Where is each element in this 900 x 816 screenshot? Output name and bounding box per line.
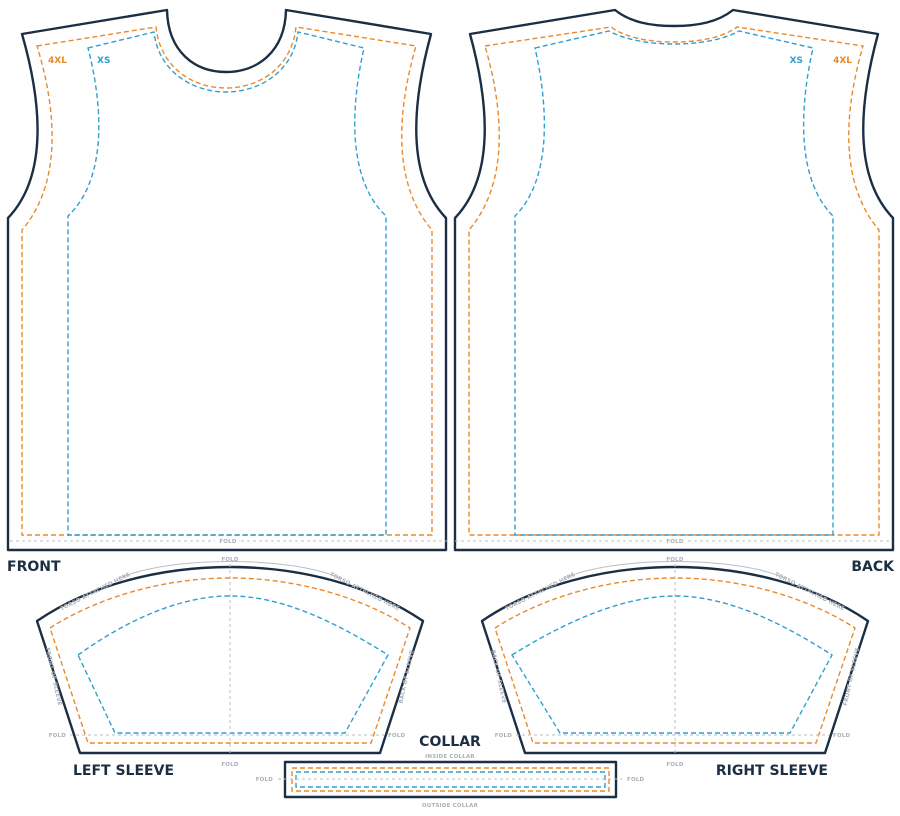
right-sleeve: FOLD FOLD FOLD FOLD TORSO ATTACHED HERE …	[480, 557, 870, 779]
left-sleeve-guide-arc	[119, 561, 341, 579]
left-sleeve-cut-xs	[77, 595, 389, 734]
back-panel: FOLD XS 4XL BACK	[453, 8, 895, 575]
left-sleeve: FOLD FOLD FOLD FOLD TORSO ATTACHED HERE …	[35, 557, 425, 779]
front-fold-label: FOLD	[219, 539, 237, 545]
front-4xl-size-label: 4XL	[48, 56, 67, 66]
collar-fold-label-right: FOLD	[627, 777, 645, 783]
collar: COLLAR INSIDE COLLAR FOLD FOLD OUTSIDE C…	[256, 734, 645, 809]
front-outline	[6, 8, 448, 552]
front-panel: FOLD 4XL XS FRONT	[6, 8, 450, 575]
back-4xl-size-label: 4XL	[833, 56, 852, 66]
collar-inside-label: INSIDE COLLAR	[425, 754, 475, 760]
left-sleeve-cut-4xl	[49, 577, 411, 744]
right-sleeve-cut-4xl	[494, 577, 856, 744]
right-sleeve-guide-arc	[564, 561, 786, 579]
right-sleeve-bottom-fold-label: FOLD	[666, 762, 684, 768]
back-xs-size-label: XS	[790, 56, 803, 66]
back-cut-4xl	[468, 26, 880, 536]
front-piece-label: FRONT	[7, 559, 61, 575]
back-outline	[453, 8, 895, 552]
right-sleeve-hem-fold-label-right: FOLD	[833, 733, 851, 739]
left-sleeve-hem-fold-label-left: FOLD	[49, 733, 67, 739]
back-fold-label: FOLD	[666, 539, 684, 545]
collar-piece-label: COLLAR	[419, 734, 481, 750]
collar-fold-label-left: FOLD	[256, 777, 274, 783]
right-sleeve-hem-fold-label-left: FOLD	[495, 733, 513, 739]
left-sleeve-piece-label: LEFT SLEEVE	[73, 763, 174, 779]
right-sleeve-top-fold-label: FOLD	[666, 557, 684, 563]
collar-outside-label: OUTSIDE COLLAR	[422, 803, 479, 809]
front-xs-size-label: XS	[97, 56, 110, 66]
left-sleeve-bottom-fold-label: FOLD	[221, 762, 239, 768]
back-piece-label: BACK	[851, 559, 895, 575]
left-sleeve-hem-fold-label-right: FOLD	[388, 733, 406, 739]
front-cut-xs	[67, 31, 387, 536]
left-sleeve-top-fold-label: FOLD	[221, 557, 239, 563]
back-cut-xs	[514, 30, 834, 536]
right-sleeve-piece-label: RIGHT SLEEVE	[716, 763, 828, 779]
right-sleeve-cut-xs	[511, 595, 833, 734]
front-cut-4xl	[21, 26, 433, 536]
